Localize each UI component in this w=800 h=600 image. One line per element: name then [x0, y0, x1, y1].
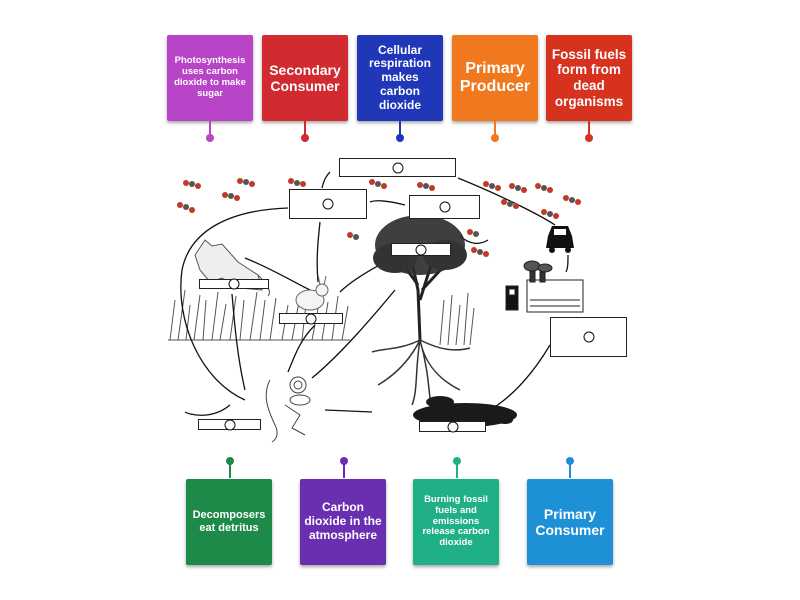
card-fossil-fuels-form[interactable]: Fossil fuels form from dead organisms — [546, 35, 632, 121]
card-stem — [569, 464, 571, 478]
card-stem — [343, 464, 345, 478]
card-photosynthesis[interactable]: Photosynthesis uses carbon dioxide to ma… — [167, 35, 253, 121]
card-cellular-respiration[interactable]: Cellular respiration makes carbon dioxid… — [357, 35, 443, 121]
drop-zone-decomposers[interactable] — [198, 419, 261, 430]
decomposers-illustration — [265, 376, 311, 443]
card-carbon-dioxide-atmosphere[interactable]: Carbon dioxide in the atmosphere — [300, 479, 386, 565]
card-secondary-consumer[interactable]: Secondary Consumer — [262, 35, 348, 121]
card-pin — [226, 457, 234, 465]
drop-zone-secondary-consumer[interactable] — [199, 278, 269, 290]
card-stem — [399, 121, 401, 135]
card-pin — [301, 134, 309, 142]
drop-zone-atmosphere[interactable] — [339, 158, 456, 177]
drop-zone-marker — [322, 198, 334, 210]
drop-zone-marker — [415, 244, 427, 255]
card-stem — [304, 121, 306, 135]
card-pin — [453, 457, 461, 465]
drop-zone-marker — [583, 331, 594, 343]
card-pin — [396, 134, 404, 142]
drop-zone-producer[interactable] — [391, 243, 451, 256]
car-illustration — [546, 226, 574, 253]
card-stem — [229, 464, 231, 478]
card-pin — [206, 134, 214, 142]
card-primary-producer[interactable]: Primary Producer — [452, 35, 538, 121]
drop-zone-marker — [392, 162, 403, 173]
co2-molecules — [177, 178, 581, 257]
card-stem — [456, 464, 458, 478]
card-pin — [566, 457, 574, 465]
card-pin — [340, 457, 348, 465]
card-burning-fossil-fuels[interactable]: Burning fossil fuels and emissions relea… — [413, 479, 499, 565]
drop-zone-marker — [224, 419, 235, 430]
card-pin — [491, 134, 499, 142]
rabbit-illustration — [295, 274, 329, 311]
drop-zone-photosynthesis[interactable] — [409, 195, 480, 219]
card-primary-consumer[interactable]: Primary Consumer — [527, 479, 613, 565]
card-stem — [209, 121, 211, 135]
card-pin — [585, 134, 593, 142]
drop-zone-marker — [439, 201, 450, 213]
drop-zone-fossil-fuels[interactable] — [419, 421, 486, 432]
drop-zone-respiration[interactable] — [289, 189, 367, 219]
card-stem — [494, 121, 496, 135]
drop-zone-emissions[interactable] — [550, 317, 627, 357]
card-stem — [588, 121, 590, 135]
drop-zone-marker — [447, 421, 458, 432]
card-decomposers[interactable]: Decomposers eat detritus — [186, 479, 272, 565]
drop-zone-marker — [228, 278, 240, 290]
drop-zone-primary-consumer[interactable] — [279, 313, 343, 324]
factory-illustration — [505, 260, 584, 313]
drop-zone-marker — [305, 313, 317, 324]
